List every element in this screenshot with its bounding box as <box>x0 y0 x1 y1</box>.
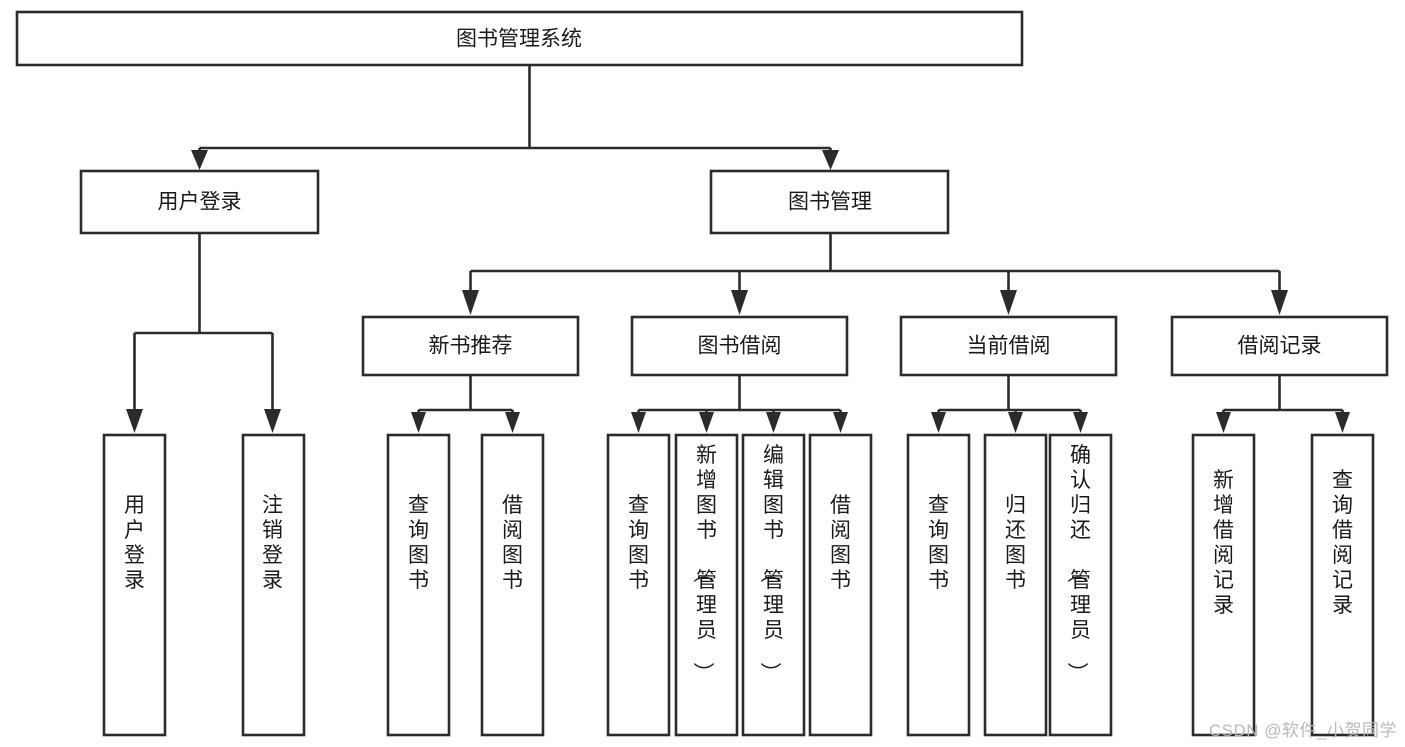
node-book-manage-box[interactable] <box>709 169 950 235</box>
leaf-node-user-login-label: 用户登录 <box>124 494 145 592</box>
leaf-node-user-logout-box[interactable] <box>241 433 306 737</box>
node-user-login[interactable]: 用户登录 <box>79 169 320 235</box>
node-user-login-box[interactable] <box>79 169 320 235</box>
arrowhead-book-borrow <box>731 290 748 315</box>
leaf-node-user-login[interactable]: 用户登录 <box>102 433 167 737</box>
arrowhead-leaf-query-record <box>1335 412 1350 433</box>
arrowhead-book-manage <box>822 150 839 170</box>
leaf-node-borrow-book-2-box[interactable] <box>808 433 873 737</box>
arrowhead-current-borrow <box>1000 290 1017 315</box>
leaf-node-edit-book-box[interactable] <box>741 433 806 737</box>
leaf-node-return-book-box[interactable] <box>983 433 1048 737</box>
leaf-node-query-book-2-label: 查询图书 <box>628 494 649 592</box>
arrowhead-leaf-add-record <box>1216 412 1231 433</box>
node-current-borrow-box[interactable] <box>899 315 1118 377</box>
leaf-node-user-login-box[interactable] <box>102 433 167 737</box>
leaf-node-query-record-box[interactable] <box>1310 433 1375 737</box>
leaf-node-query-book-3-box[interactable] <box>906 433 971 737</box>
leaf-node-add-record-box[interactable] <box>1191 433 1256 737</box>
arrowhead-user-login <box>191 150 208 170</box>
leaf-node-edit-book[interactable]: 编辑图书（管理员） <box>741 433 806 737</box>
leaf-node-add-record-label: 新增借阅记录 <box>1213 469 1234 617</box>
leaf-node-borrow-book-1[interactable]: 借阅图书 <box>480 433 545 737</box>
arrowhead-new-book-recommend <box>462 290 479 315</box>
leaf-node-query-book-3-label: 查询图书 <box>928 494 949 592</box>
arrowhead-leaf-query-book-1 <box>411 412 426 433</box>
arrowhead-leaf-return-book <box>1008 412 1023 433</box>
leaf-node-query-record-label: 查询借阅记录 <box>1332 469 1353 617</box>
leaf-node-query-book-1-box[interactable] <box>386 433 451 737</box>
leaf-node-query-book-1[interactable]: 查询图书 <box>386 433 451 737</box>
node-borrow-record[interactable]: 借阅记录 <box>1170 315 1389 377</box>
arrowhead-leaf-user-login <box>126 409 143 433</box>
arrowhead-leaf-query-book-2 <box>631 412 646 433</box>
arrowhead-leaf-confirm-return <box>1073 412 1088 433</box>
leaf-node-confirm-return-label: 确认归还（管理员） <box>1065 444 1091 683</box>
leaf-node-query-book-1-label: 查询图书 <box>408 494 429 592</box>
node-current-borrow-label: 当前借阅 <box>967 335 1051 358</box>
arrowhead-leaf-query-book-3 <box>931 412 946 433</box>
node-book-borrow[interactable]: 图书借阅 <box>630 315 849 377</box>
node-root[interactable]: 图书管理系统 <box>15 10 1024 67</box>
node-root-box[interactable] <box>15 10 1024 67</box>
node-book-manage[interactable]: 图书管理 <box>709 169 950 235</box>
node-new-book-recommend[interactable]: 新书推荐 <box>361 315 580 377</box>
node-user-login-label: 用户登录 <box>158 191 242 214</box>
arrowhead-leaf-user-logout <box>264 409 281 433</box>
arrowhead-borrow-record <box>1271 290 1288 315</box>
arrowhead-leaf-borrow-book-2 <box>833 412 848 433</box>
leaf-node-edit-book-label: 编辑图书（管理员） <box>758 444 784 683</box>
leaf-node-query-book-3[interactable]: 查询图书 <box>906 433 971 737</box>
leaf-node-user-logout[interactable]: 注销登录 <box>241 433 306 737</box>
leaf-node-borrow-book-2-label: 借阅图书 <box>830 494 851 592</box>
leaf-node-return-book[interactable]: 归还图书 <box>983 433 1048 737</box>
node-book-borrow-label: 图书借阅 <box>698 335 782 358</box>
leaf-node-query-record[interactable]: 查询借阅记录 <box>1310 433 1375 737</box>
node-root-label: 图书管理系统 <box>456 28 582 51</box>
node-book-manage-label: 图书管理 <box>788 191 872 214</box>
leaf-node-add-book-label: 新增图书（管理员） <box>691 444 717 683</box>
leaf-node-add-record[interactable]: 新增借阅记录 <box>1191 433 1256 737</box>
node-new-book-recommend-label: 新书推荐 <box>429 335 513 358</box>
leaf-node-borrow-book-1-box[interactable] <box>480 433 545 737</box>
arrowhead-leaf-add-book <box>699 412 714 433</box>
leaf-node-confirm-return-box[interactable] <box>1048 433 1113 737</box>
leaf-node-borrow-book-2[interactable]: 借阅图书 <box>808 433 873 737</box>
arrowhead-leaf-edit-book <box>766 412 781 433</box>
node-book-borrow-box[interactable] <box>630 315 849 377</box>
leaf-node-query-book-2[interactable]: 查询图书 <box>606 433 671 737</box>
node-current-borrow[interactable]: 当前借阅 <box>899 315 1118 377</box>
leaf-node-user-logout-label: 注销登录 <box>262 494 283 592</box>
arrowhead-layer <box>126 150 1350 433</box>
leaf-node-add-book-box[interactable] <box>674 433 739 737</box>
leaf-node-confirm-return[interactable]: 确认归还（管理员） <box>1048 433 1113 737</box>
leaf-node-add-book[interactable]: 新增图书（管理员） <box>674 433 739 737</box>
node-new-book-recommend-box[interactable] <box>361 315 580 377</box>
leaf-node-query-book-2-box[interactable] <box>606 433 671 737</box>
arrowhead-leaf-borrow-book-1 <box>505 412 520 433</box>
leaf-node-return-book-label: 归还图书 <box>1005 494 1026 592</box>
leaf-node-borrow-book-1-label: 借阅图书 <box>502 494 523 592</box>
node-borrow-record-box[interactable] <box>1170 315 1389 377</box>
node-borrow-record-label: 借阅记录 <box>1238 335 1322 358</box>
